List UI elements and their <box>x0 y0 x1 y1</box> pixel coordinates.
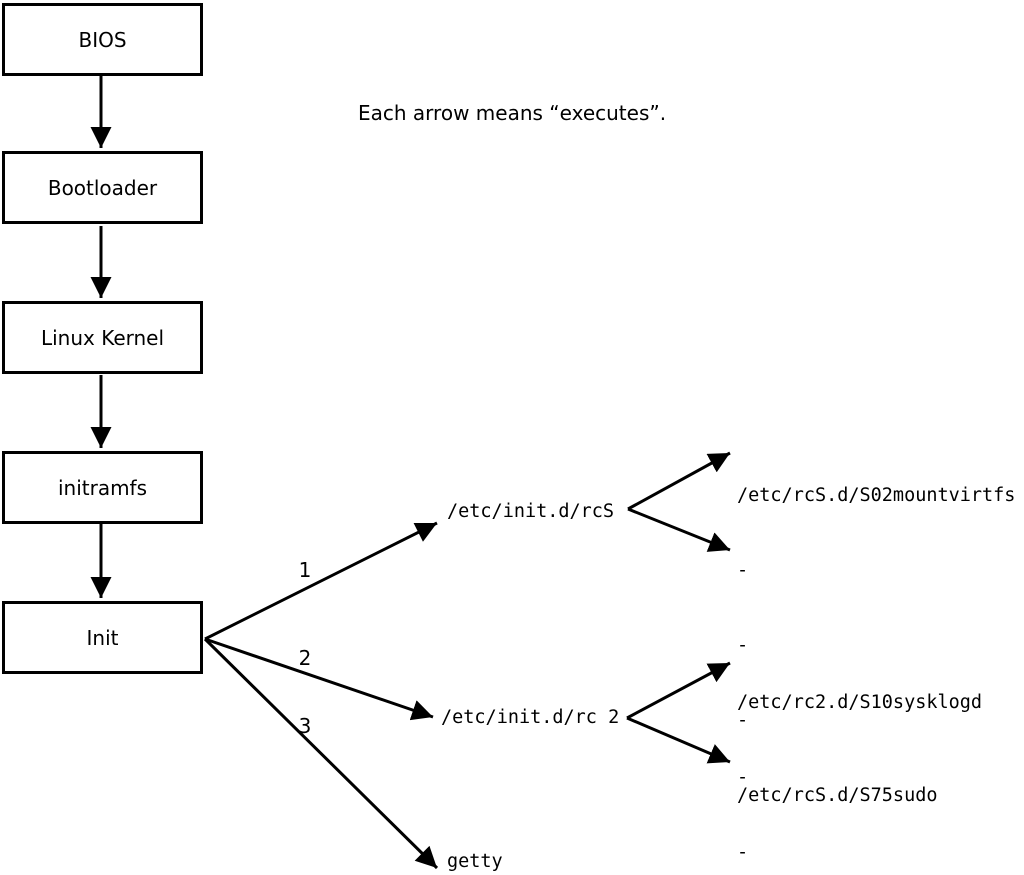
rcs-script-s75sudo: /etc/rcS.d/S75sudo <box>737 785 938 806</box>
arrow-init-to-rc2 <box>204 637 434 721</box>
target-etc-init-d-rcs: /etc/init.d/rcS <box>447 501 615 522</box>
arrow-init-to-getty <box>203 637 439 870</box>
node-bios: BIOS <box>2 3 203 76</box>
ellipsis-dash: - <box>737 767 749 788</box>
target-getty: getty <box>447 851 503 872</box>
rcs-script-s02mountvirtfs: /etc/rcS.d/S02mountvirtfs <box>737 485 1016 506</box>
node-bootloader: Bootloader <box>2 151 203 224</box>
target-etc-init-d-rc2: /etc/init.d/rc 2 <box>441 707 620 728</box>
node-initramfs: initramfs <box>2 451 203 524</box>
node-initramfs-label: initramfs <box>57 475 148 500</box>
arrow-rcs-to-s75sudo <box>627 507 731 552</box>
ellipsis-dash: - <box>737 710 749 731</box>
node-bootloader-label: Bootloader <box>47 175 158 200</box>
rc2-script-s10sysklogd: /etc/rc2.d/S10sysklogd <box>737 692 983 713</box>
node-bios-label: BIOS <box>78 27 127 52</box>
legend-note: Each arrow means “executes”. <box>358 101 667 125</box>
node-linux-kernel-label: Linux Kernel <box>40 325 165 350</box>
ellipsis-dash: - <box>737 560 749 581</box>
arrow-rcs-to-s02mountvirtfs <box>627 451 731 511</box>
ellipsis-dash: - <box>737 635 749 656</box>
rc2-script-list: /etc/rc2.d/S10sysklogd - - - /etc/rc2.d/… <box>737 640 982 875</box>
branch-number-2: 2 <box>298 646 312 670</box>
node-linux-kernel: Linux Kernel <box>2 301 203 374</box>
arrow-rc2-to-s10sysklogd <box>626 661 731 720</box>
branch-number-1: 1 <box>298 558 312 582</box>
rcs-script-list: /etc/rcS.d/S02mountvirtfs - - - /etc/rcS… <box>737 433 1015 858</box>
branch-number-3: 3 <box>298 714 312 738</box>
arrow-rc2-to-s99gdm <box>626 716 731 764</box>
arrow-init-to-rcs <box>204 521 438 641</box>
node-init: Init <box>2 601 203 674</box>
node-init-label: Init <box>86 625 119 650</box>
ellipsis-dash: - <box>737 842 749 863</box>
